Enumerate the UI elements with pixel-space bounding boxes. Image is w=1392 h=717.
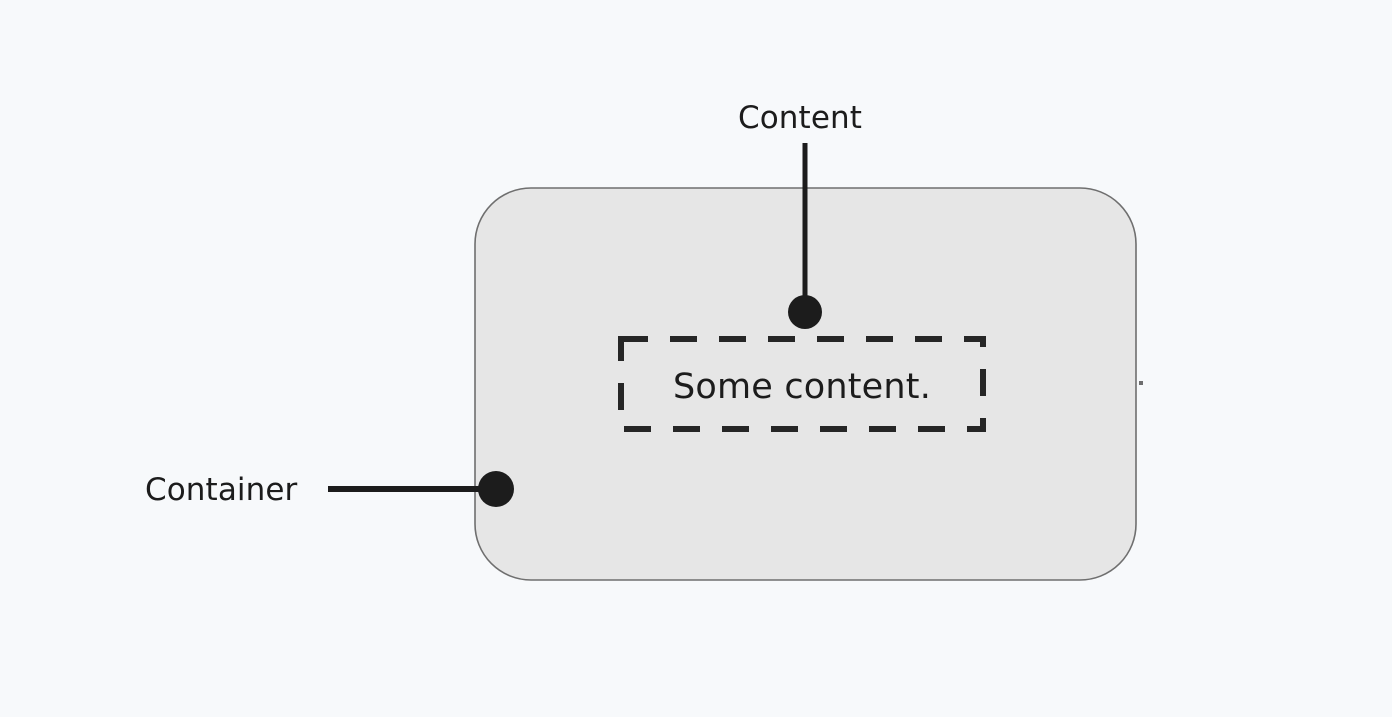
right-edge-marker-icon — [1139, 381, 1143, 385]
content-box[interactable] — [618, 336, 986, 432]
content-box-text: Some content. — [673, 367, 931, 407]
content-label: Content — [738, 100, 862, 136]
content-leader-dot[interactable] — [788, 295, 822, 329]
container-label: Container — [145, 472, 298, 508]
container-leader-dot[interactable] — [478, 471, 514, 507]
